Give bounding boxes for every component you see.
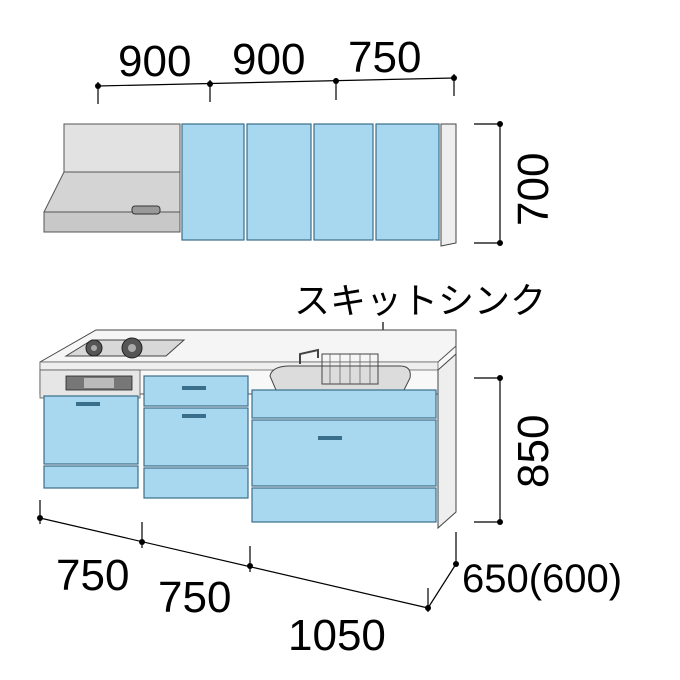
upper-door-3 (313, 123, 374, 241)
lower-drawer-mid-2 (143, 407, 249, 467)
range-hood (43, 123, 181, 233)
lower-width-label-1: 750 (56, 551, 129, 600)
lower-drawer-right-3 (251, 487, 437, 523)
lower-width-dimension (37, 500, 431, 612)
lower-drawer-right-1 (251, 389, 437, 419)
upper-width-label-2: 900 (232, 35, 305, 84)
depth-dimension (427, 532, 459, 609)
upper-door-4 (375, 123, 440, 241)
sink-label: スキットシンク (294, 281, 546, 322)
lower-cabinets (39, 329, 457, 530)
upper-door-2 (246, 123, 312, 241)
faucet (299, 348, 319, 364)
upper-height-dimension (474, 121, 503, 246)
lower-height-dimension (474, 375, 503, 525)
lower-height-label: 850 (509, 415, 558, 488)
upper-height-label: 700 (509, 153, 558, 226)
lower-drawer-mid-1 (143, 375, 249, 407)
upper-width-label-1: 900 (118, 37, 191, 86)
lower-drawer-right-2 (251, 419, 437, 487)
upper-door-1 (181, 123, 245, 241)
gas-cooktop (64, 337, 186, 359)
lower-width-label-3: 1050 (288, 611, 386, 660)
depth-label: 650(600) (462, 557, 622, 601)
hood-control-panel (131, 205, 161, 215)
upper-cabinet-side-panel (440, 123, 457, 247)
sink (269, 348, 411, 391)
lower-door-left-top (43, 395, 139, 465)
lower-width-label-2: 750 (158, 573, 231, 622)
upper-cabinets (43, 123, 457, 247)
upper-width-label-3: 750 (348, 33, 421, 82)
lower-side-panel (437, 352, 457, 530)
lower-drawer-mid-3 (143, 467, 249, 499)
upper-width-dimension (95, 74, 457, 104)
lower-door-left-bottom (43, 465, 139, 489)
